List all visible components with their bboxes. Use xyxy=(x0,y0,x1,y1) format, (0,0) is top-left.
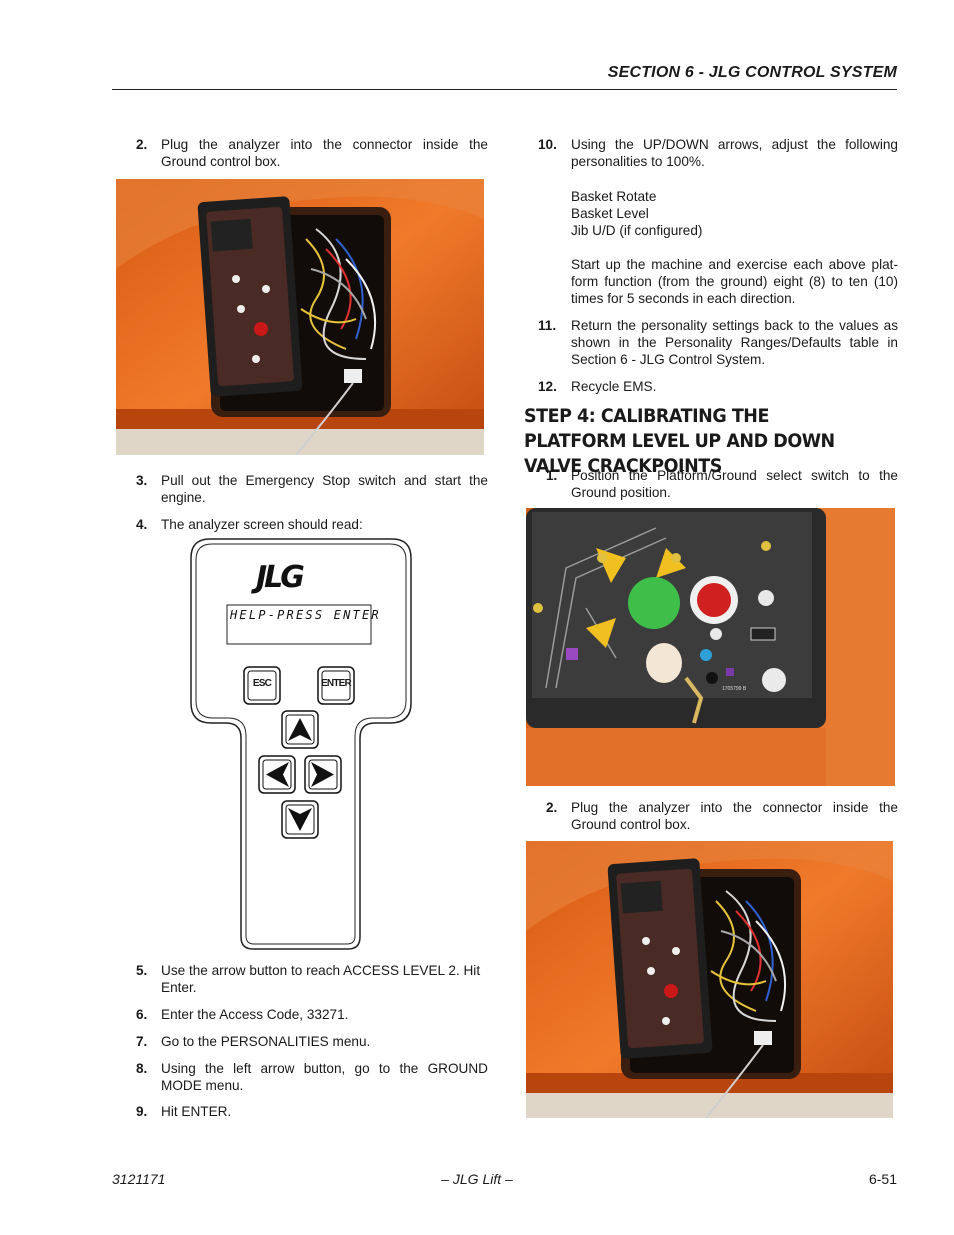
step-number: 8. xyxy=(136,1061,148,1076)
up-arrow-icon xyxy=(281,710,319,749)
ground-control-box-photo-2 xyxy=(526,841,893,1118)
step-text: Position the Platform/Ground select swit… xyxy=(571,468,898,500)
down-arrow-icon xyxy=(281,800,319,839)
step-number: 9. xyxy=(136,1104,148,1119)
ground-control-box-photo xyxy=(116,179,484,455)
page-number: 6-51 xyxy=(868,1171,897,1187)
step-number: 2. xyxy=(546,800,558,815)
footer-title: – JLG Lift – xyxy=(441,1171,513,1187)
analyzer-illustration: JLG HELP-PRESS ENTER ESC ENTER xyxy=(190,538,412,950)
step-number: 1. xyxy=(546,468,558,483)
left-arrow-icon xyxy=(258,755,296,794)
step-number: 6. xyxy=(136,1007,148,1022)
step-text: Recycle EMS. xyxy=(571,379,657,394)
personality-item: Jib U/D (if configured) xyxy=(571,223,703,238)
step-text: Pull out the Emergency Stop switch and s… xyxy=(161,473,488,505)
step-text: Plug the analyzer into the connector ins… xyxy=(161,137,488,169)
jlg-logo: JLG xyxy=(256,560,305,595)
step-text: Using the UP/DOWN arrows, adjust the fol… xyxy=(571,137,898,169)
personality-item: Basket Rotate xyxy=(571,189,657,204)
analyzer-screen-text: HELP-PRESS ENTER xyxy=(230,608,381,622)
step-text: Hit ENTER. xyxy=(161,1104,232,1119)
step-number: 11. xyxy=(538,318,557,333)
enter-button: ENTER xyxy=(321,678,352,689)
step-number: 12. xyxy=(538,379,557,394)
step-number: 4. xyxy=(136,517,148,532)
step-text: The analyzer screen should read: xyxy=(161,517,363,532)
step-number: 2. xyxy=(136,137,148,152)
step-text: Go to the PERSONALITIES menu. xyxy=(161,1034,371,1049)
esc-button: ESC xyxy=(252,678,272,689)
personality-item: Basket Level xyxy=(571,206,649,221)
step-text: Use the arrow button to reach ACCESS LEV… xyxy=(161,963,481,995)
step-4-heading: STEP 4: CALIBRATING THE PLATFORM LEVEL U… xyxy=(524,405,835,477)
header-rule xyxy=(112,89,897,90)
step-text: Return the personality settings back to … xyxy=(571,318,898,367)
step-text: Using the left arrow button, go to the G… xyxy=(161,1061,488,1093)
personality-list: Basket Rotate Basket Level Jib U/D (if c… xyxy=(571,188,898,239)
step-text: Plug the analyzer into the connector ins… xyxy=(571,800,898,832)
step-number: 5. xyxy=(136,963,148,978)
step-number: 10. xyxy=(538,137,557,152)
section-header: SECTION 6 - JLG CONTROL SYSTEM xyxy=(607,64,897,81)
step-text: Enter the Access Code, 33271. xyxy=(161,1007,349,1022)
panel-part-number: 1705799 B xyxy=(722,686,747,692)
control-panel-photo: 1705799 B xyxy=(526,508,895,786)
doc-number: 3121171 xyxy=(112,1171,166,1187)
step-number: 7. xyxy=(136,1034,148,1049)
exercise-instructions: Start up the machine and exercise each a… xyxy=(571,257,898,306)
right-arrow-icon xyxy=(304,755,342,794)
step-number: 3. xyxy=(136,473,148,488)
